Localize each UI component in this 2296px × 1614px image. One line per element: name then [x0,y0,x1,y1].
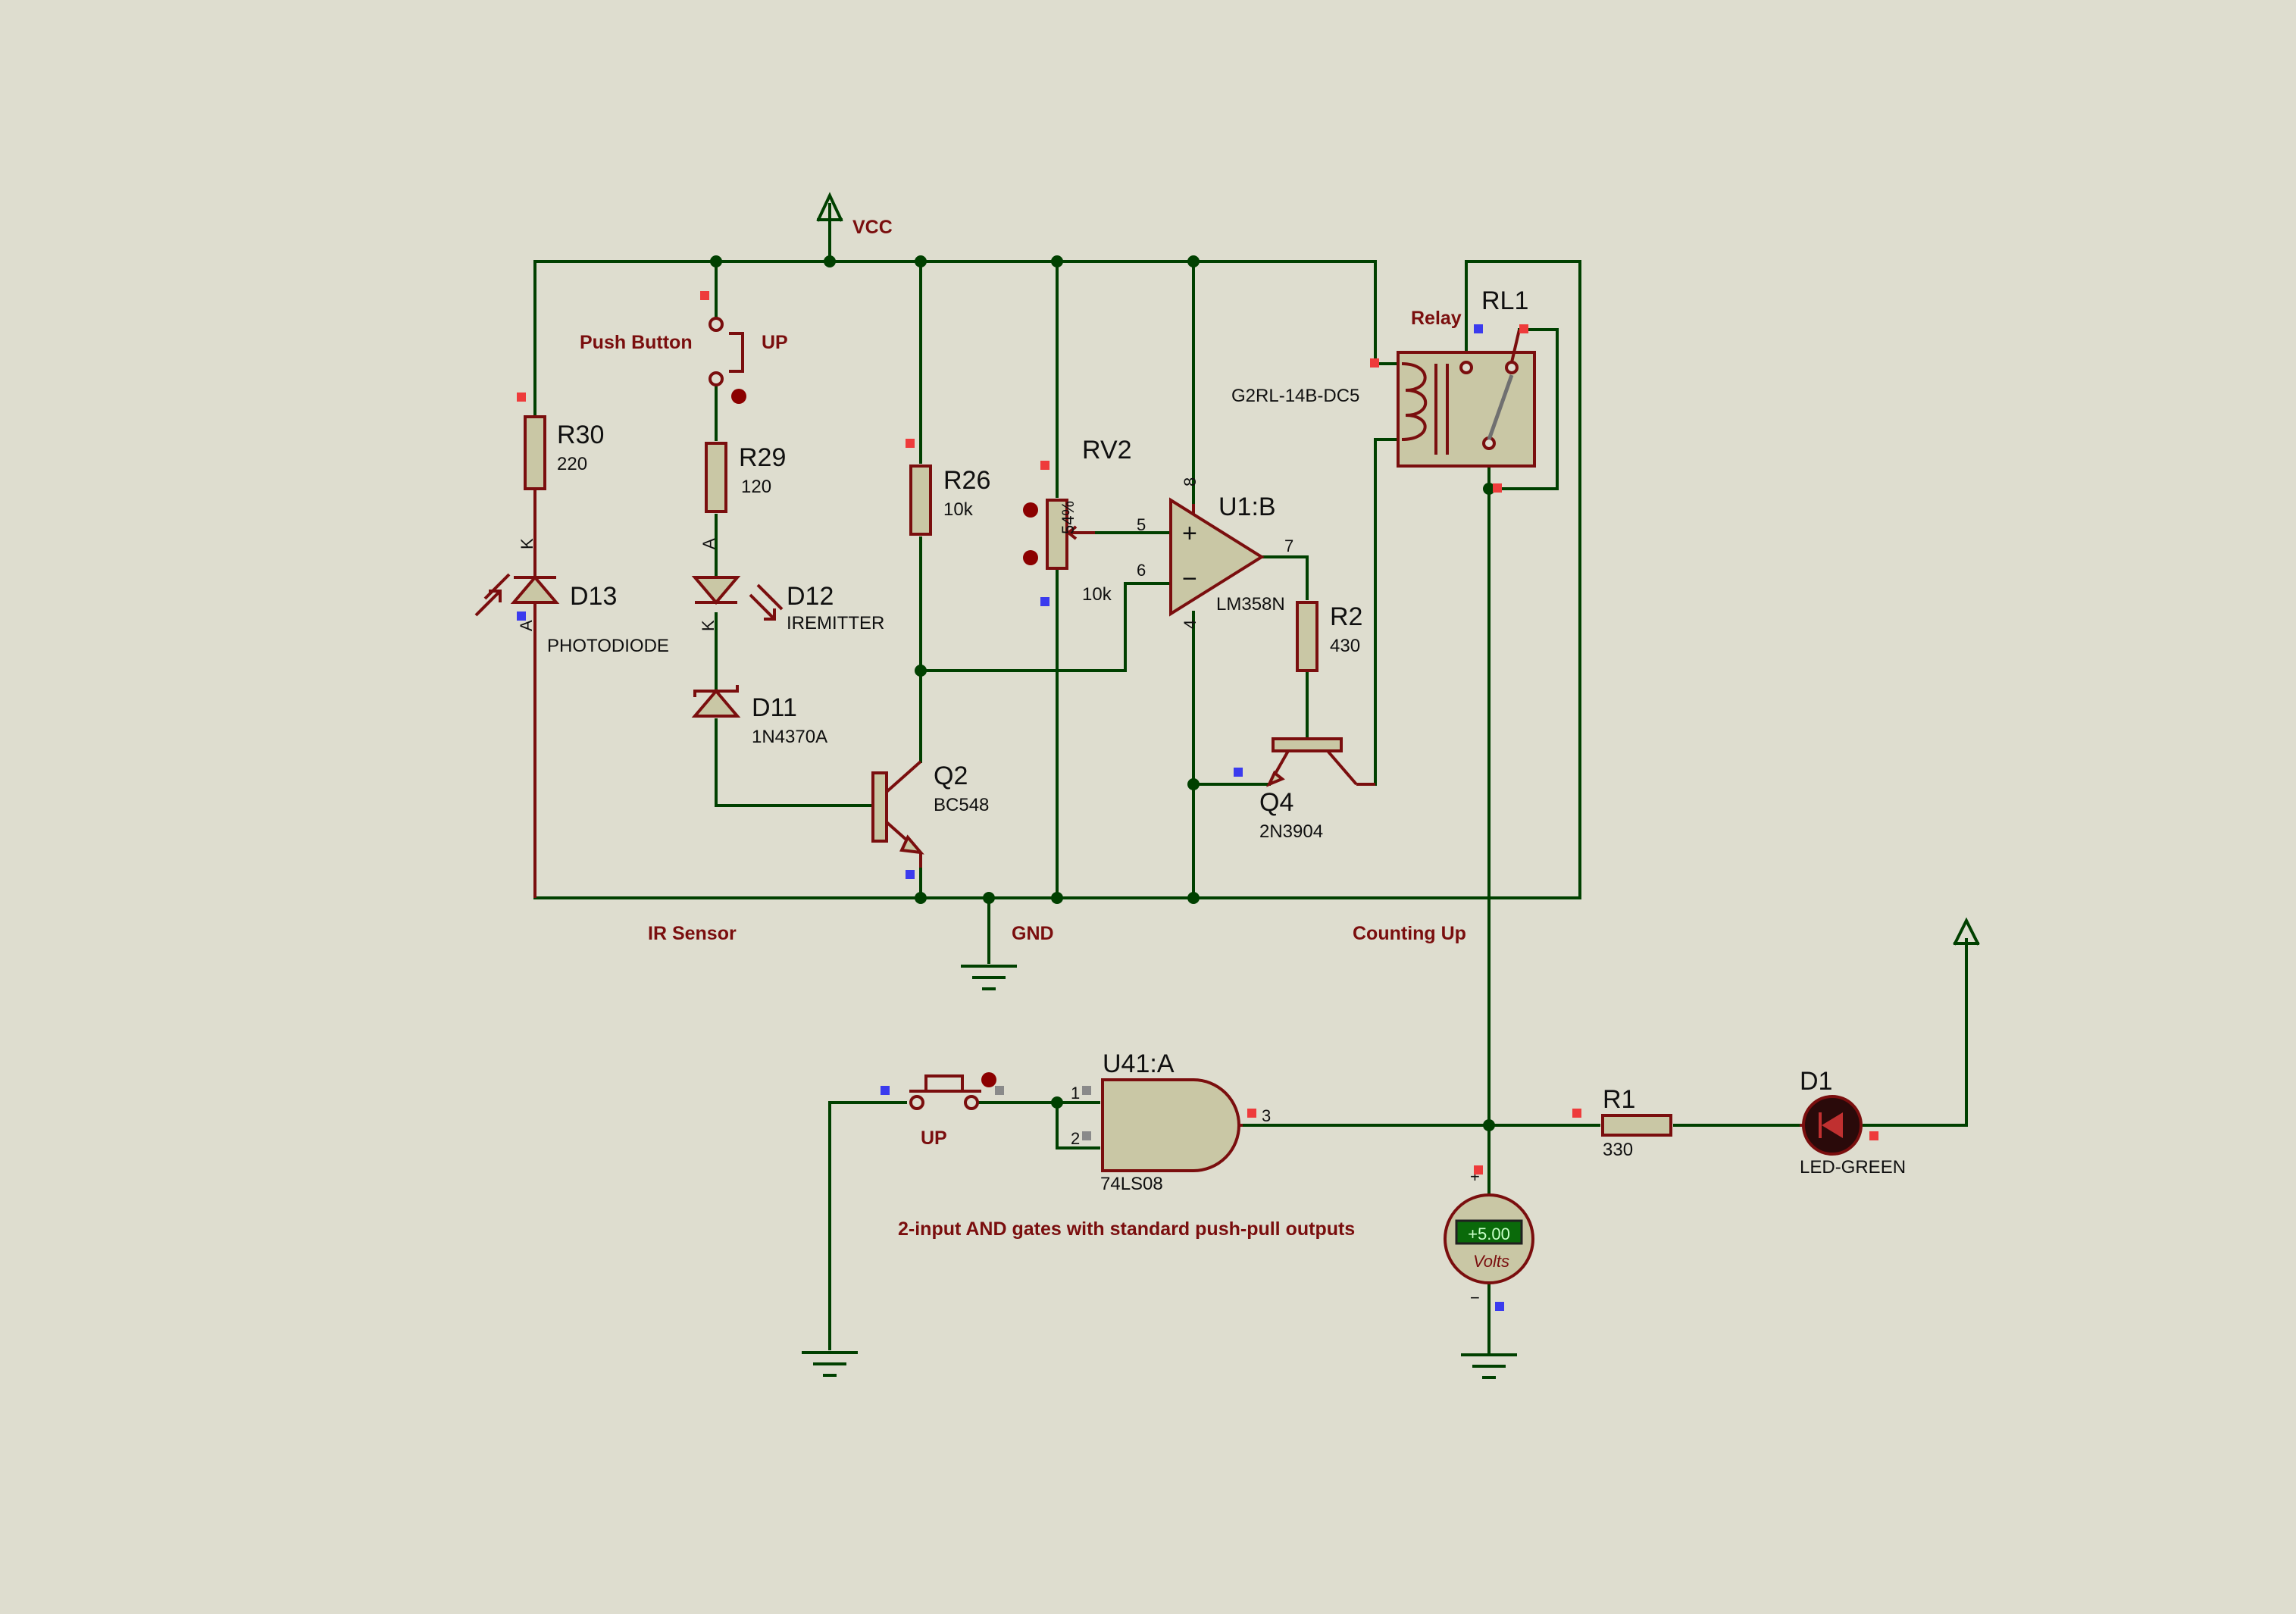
r29-value: 120 [741,477,771,497]
q2-value: BC548 [934,795,989,815]
d12-pin-a: A [699,538,718,549]
rv2-wiper-percent: 54% [1059,501,1078,534]
voltmeter-minus: − [1470,1288,1480,1307]
ground-symbol-button[interactable] [802,1351,858,1377]
ir-sensor-label: IR Sensor [648,923,737,944]
opamp-minus: − [1182,565,1197,593]
voltmeter-reading: +5.00 [1468,1225,1510,1243]
d1-ref: D1 [1800,1067,1832,1096]
vcc-label: VCC [852,217,893,238]
rl1-ref: RL1 [1481,286,1528,315]
rv2-value: 10k [1082,584,1112,605]
r2-value: 430 [1330,636,1360,656]
r29-ref: R29 [739,443,786,472]
q4-ref: Q4 [1259,788,1293,817]
resistor-r26[interactable] [909,464,932,536]
up-label-sensor: UP [762,332,788,353]
d1-value: LED-GREEN [1800,1157,1906,1178]
d13-pin-k: K [518,538,536,549]
potentiometer-rv2[interactable] [1023,499,1095,570]
vcc-terminal[interactable] [816,192,843,222]
gate-pin-3: 3 [1262,1106,1271,1125]
relay-rl1[interactable] [1397,329,1536,468]
push-button-label: Push Button [580,332,693,353]
rv2-ref: RV2 [1082,436,1132,464]
u1b-value: LM358N [1216,594,1285,615]
pin-6: 6 [1137,561,1146,580]
resistor-r2[interactable] [1296,601,1318,672]
d11-value: 1N4370A [752,727,827,747]
transistor-q2[interactable] [871,760,924,868]
pin-markers [517,291,1878,1311]
r30-value: 220 [557,454,587,474]
d12-ref: D12 [787,582,834,611]
r1-ref: R1 [1603,1085,1635,1114]
push-button-up-sensor[interactable] [709,317,746,404]
opamp-u1b[interactable] [1169,497,1265,617]
pin-4: 4 [1181,620,1200,629]
gate-pin-2: 2 [1071,1129,1080,1148]
q4-value: 2N3904 [1259,821,1323,842]
transistor-q4[interactable] [1266,737,1375,787]
u41a-value: 74LS08 [1100,1174,1163,1194]
rl1-value: G2RL-14B-DC5 [1231,386,1359,406]
counting-up-label: Counting Up [1353,923,1466,944]
d12-value: IREMITTER [787,613,884,633]
pin-5: 5 [1137,515,1146,534]
gnd-label: GND [1012,923,1054,944]
ground-symbol-main[interactable] [961,965,1017,990]
u1b-ref: U1:B [1218,493,1276,521]
r30-ref: R30 [557,421,604,449]
photodiode-d13[interactable] [474,573,560,898]
led-d1[interactable] [1800,1095,1863,1156]
d12-pin-k: K [699,620,718,631]
d13-pin-a: A [517,620,536,631]
ground-symbol-meter[interactable] [1461,1353,1517,1379]
resistor-r29[interactable] [705,442,727,513]
resistor-r1[interactable] [1601,1114,1672,1137]
d13-value: PHOTODIODE [547,636,669,656]
r1-value: 330 [1603,1140,1633,1160]
opamp-plus: + [1182,519,1197,548]
r2-ref: R2 [1330,602,1362,631]
gate-pin-1: 1 [1071,1084,1080,1103]
pin-7: 7 [1284,536,1293,555]
junctions [710,255,1495,1131]
voltmeter-unit: Volts [1473,1252,1509,1271]
r26-value: 10k [943,499,974,520]
wires [533,203,1968,1354]
ir-emitter-d12[interactable] [691,576,784,621]
r26-ref: R26 [943,466,990,495]
d11-ref: D11 [752,693,797,722]
resistor-r30[interactable] [524,415,546,576]
q2-ref: Q2 [934,762,968,790]
u41a-ref: U41:A [1103,1049,1175,1078]
and-gate-u41a[interactable] [1101,1078,1243,1172]
voltmeter[interactable] [1444,1193,1534,1284]
and-gate-description: 2-input AND gates with standard push-pul… [898,1218,1355,1240]
d13-ref: D13 [570,582,617,611]
zener-d11[interactable] [691,685,741,718]
pin-8: 8 [1181,477,1200,486]
vcc-terminal-output[interactable] [1953,917,1980,946]
push-button-up-gate[interactable] [909,1072,996,1110]
relay-label: Relay [1411,308,1462,329]
up-label-gate: UP [921,1128,947,1149]
